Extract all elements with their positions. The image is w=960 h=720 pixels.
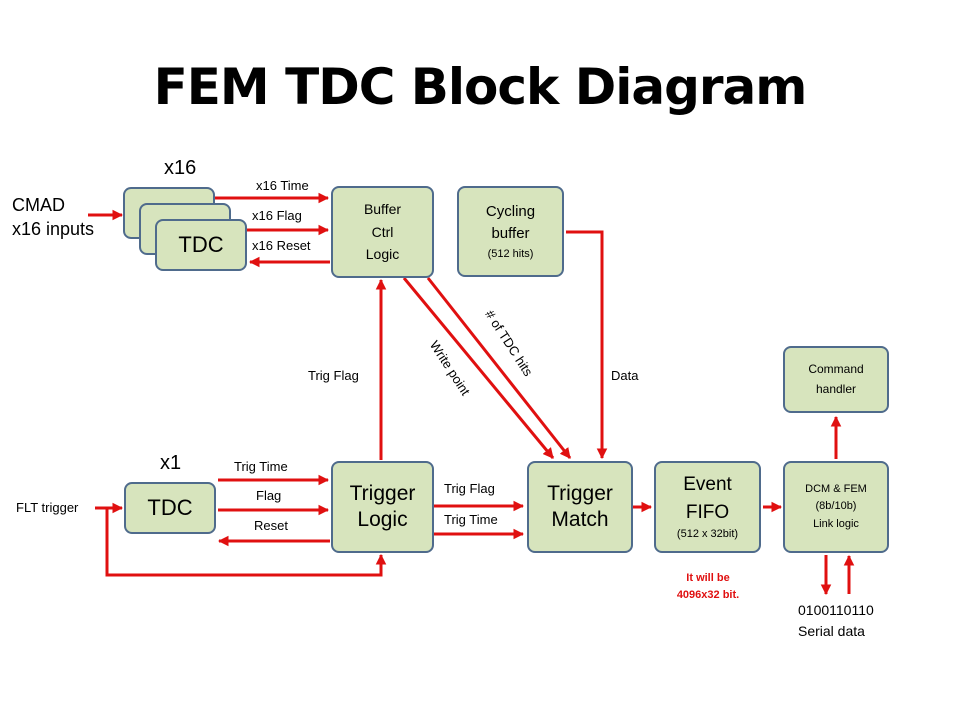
dcm-fem-box: DCM & FEM (8b/10b) Link logic bbox=[783, 461, 889, 553]
command-handler-line1: Command bbox=[808, 362, 864, 377]
buffer-ctrl-line1: Buffer bbox=[363, 201, 402, 218]
arrow-tdc-hits bbox=[426, 277, 572, 459]
dcm-fem-line2: (8b/10b) bbox=[815, 500, 857, 513]
arrow-data bbox=[566, 230, 608, 460]
page-title: FEM TDC Block Diagram bbox=[153, 58, 808, 116]
event-fifo-line1: Event bbox=[683, 474, 732, 496]
trigger-match-line1: Trigger bbox=[547, 481, 613, 505]
trigger-logic-line1: Trigger bbox=[349, 481, 416, 505]
trig-time-right-label: Trig Time bbox=[444, 512, 498, 527]
trigger-match-box: Trigger Match bbox=[527, 461, 633, 553]
dcm-fem-line3: Link logic bbox=[813, 517, 859, 530]
tdc-box-front: TDC bbox=[155, 219, 247, 271]
tdc-group-multiplicity: x16 bbox=[164, 157, 197, 179]
x16-reset-label: x16 Reset bbox=[252, 238, 311, 253]
flt-trigger-label: FLT trigger bbox=[16, 500, 79, 515]
command-handler-box: Command handler bbox=[783, 346, 889, 413]
x16-flag-label: x16 Flag bbox=[252, 208, 302, 223]
buffer-ctrl-line3: Logic bbox=[365, 246, 400, 263]
arrow-flt-loop bbox=[105, 508, 387, 577]
command-handler-line2: handler bbox=[815, 381, 857, 396]
trig-flag-right-label: Trig Flag bbox=[444, 481, 495, 496]
fifo-note-line2: 4096x32 bit. bbox=[676, 589, 740, 602]
serial-data-label: 0100110110 Serial data bbox=[798, 600, 874, 642]
event-fifo-line2: FIFO bbox=[685, 502, 730, 524]
cycling-buffer-box: Cycling buffer (512 hits) bbox=[457, 186, 564, 277]
x16-time-label: x16 Time bbox=[256, 178, 309, 193]
cycling-buffer-line2: buffer bbox=[491, 225, 530, 243]
data-label: Data bbox=[611, 368, 639, 383]
trigger-match-line2: Match bbox=[551, 508, 609, 531]
trigger-logic-line2: Logic bbox=[357, 508, 408, 531]
tdc-single-box: TDC bbox=[124, 482, 216, 534]
cycling-buffer-size: (512 hits) bbox=[487, 247, 534, 260]
buffer-ctrl-line2: Ctrl bbox=[371, 223, 394, 240]
arrow-write-point bbox=[402, 277, 555, 459]
tdc-single-label: TDC bbox=[147, 495, 193, 521]
dcm-fem-line1: DCM & FEM bbox=[805, 483, 867, 496]
fifo-note-line1: It will be bbox=[686, 572, 730, 584]
reset-label: Reset bbox=[254, 518, 288, 533]
tdc-single-multiplicity: x1 bbox=[160, 452, 182, 474]
fifo-size-note: It will be 4096x32 bit. bbox=[655, 570, 761, 604]
x16-inputs-label: x16 inputs bbox=[12, 219, 95, 240]
serial-bits: 0100110110 bbox=[798, 602, 874, 618]
serial-label: Serial data bbox=[798, 623, 865, 639]
trigger-logic-box: Trigger Logic bbox=[331, 461, 434, 553]
event-fifo-box: Event FIFO (512 x 32bit) bbox=[654, 461, 761, 553]
buffer-ctrl-logic-box: Buffer Ctrl Logic bbox=[331, 186, 434, 278]
tdc-box-label: TDC bbox=[178, 232, 224, 258]
cmad-label: CMAD bbox=[12, 195, 65, 215]
flag-label: Flag bbox=[256, 488, 282, 503]
trig-time-label: Trig Time bbox=[234, 459, 288, 474]
cycling-buffer-line1: Cycling bbox=[485, 202, 536, 220]
cmad-input-label: CMAD x16 inputs bbox=[12, 193, 94, 242]
event-fifo-size: (512 x 32bit) bbox=[676, 527, 739, 540]
trig-flag-up-label: Trig Flag bbox=[308, 368, 359, 383]
